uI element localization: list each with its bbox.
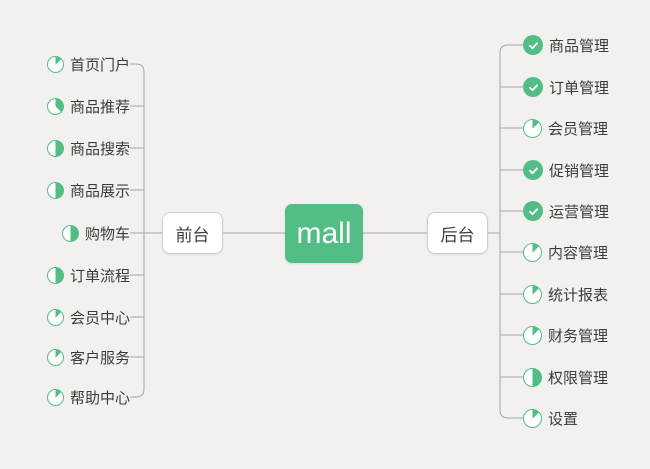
topic-label: 订单管理: [549, 79, 610, 97]
topic-label: 商品管理: [549, 37, 610, 55]
frontend-topic[interactable]: 订单流程: [0, 263, 130, 287]
task-progress-pie-icon: [523, 367, 542, 387]
frontend-topic[interactable]: 购物车: [0, 221, 130, 245]
task-progress-pie-icon: [46, 181, 64, 199]
task-progress-pie-icon: [523, 118, 542, 138]
topic-label: 订单流程: [69, 267, 130, 285]
frontend-topic[interactable]: 首页门户: [0, 52, 130, 76]
task-progress-pie-icon: [46, 139, 64, 157]
topic-label: 帮助中心: [69, 389, 130, 407]
topic-label: 会员管理: [548, 120, 609, 138]
topic-label: 商品展示: [69, 182, 130, 200]
backend-topic[interactable]: 促销管理: [523, 158, 609, 182]
backend-topic[interactable]: 权限管理: [523, 365, 608, 389]
backend-topic[interactable]: 商品管理: [523, 33, 609, 57]
topic-label: 运营管理: [549, 203, 610, 221]
task-done-check-icon: [523, 160, 543, 180]
task-done-check-icon: [523, 201, 543, 221]
topic-label: 会员中心: [69, 309, 130, 327]
root-node-label: mall: [296, 216, 352, 250]
task-progress-pie-icon: [46, 55, 64, 73]
backend-topic[interactable]: 设置: [523, 406, 578, 430]
topic-label: 内容管理: [548, 244, 609, 262]
topic-label: 设置: [548, 410, 579, 428]
task-progress-pie-icon: [46, 97, 64, 115]
task-progress-pie-icon: [46, 348, 64, 366]
task-progress-pie-icon: [523, 325, 542, 345]
topic-label: 促销管理: [549, 162, 610, 180]
task-progress-pie-icon: [61, 224, 79, 242]
backend-topic[interactable]: 运营管理: [523, 199, 609, 223]
frontend-topic[interactable]: 客户服务: [0, 345, 130, 369]
frontend-topic[interactable]: 商品推荐: [0, 94, 130, 118]
task-progress-pie-icon: [46, 388, 64, 406]
topic-label: 财务管理: [548, 327, 609, 345]
topic-label: 商品搜索: [69, 140, 130, 158]
task-progress-pie-icon: [523, 408, 542, 428]
topic-label: 权限管理: [548, 369, 609, 387]
root-node-mall[interactable]: mall: [285, 204, 363, 263]
backend-topic[interactable]: 内容管理: [523, 240, 608, 264]
topic-label: 首页门户: [69, 56, 130, 74]
branch-node-backend[interactable]: 后台: [427, 212, 488, 254]
task-done-check-icon: [523, 77, 543, 97]
frontend-topic[interactable]: 商品搜索: [0, 136, 130, 160]
task-done-check-icon: [523, 35, 543, 55]
topic-label: 商品推荐: [69, 98, 130, 116]
topic-label: 客户服务: [69, 349, 130, 367]
topic-label: 统计报表: [548, 286, 609, 304]
backend-topic[interactable]: 订单管理: [523, 75, 609, 99]
task-progress-pie-icon: [523, 284, 542, 304]
task-progress-pie-icon: [46, 308, 64, 326]
branch-node-label: 后台: [440, 225, 475, 245]
task-progress-pie-icon: [523, 242, 542, 262]
backend-topic[interactable]: 会员管理: [523, 116, 608, 140]
topic-label: 购物车: [84, 225, 130, 243]
frontend-topic[interactable]: 帮助中心: [0, 385, 130, 409]
backend-topic[interactable]: 统计报表: [523, 282, 608, 306]
frontend-topic[interactable]: 商品展示: [0, 178, 130, 202]
frontend-topic[interactable]: 会员中心: [0, 305, 130, 329]
branch-node-label: 前台: [175, 225, 210, 245]
backend-topic[interactable]: 财务管理: [523, 323, 608, 347]
task-progress-pie-icon: [46, 266, 64, 284]
branch-node-frontend[interactable]: 前台: [162, 212, 223, 254]
